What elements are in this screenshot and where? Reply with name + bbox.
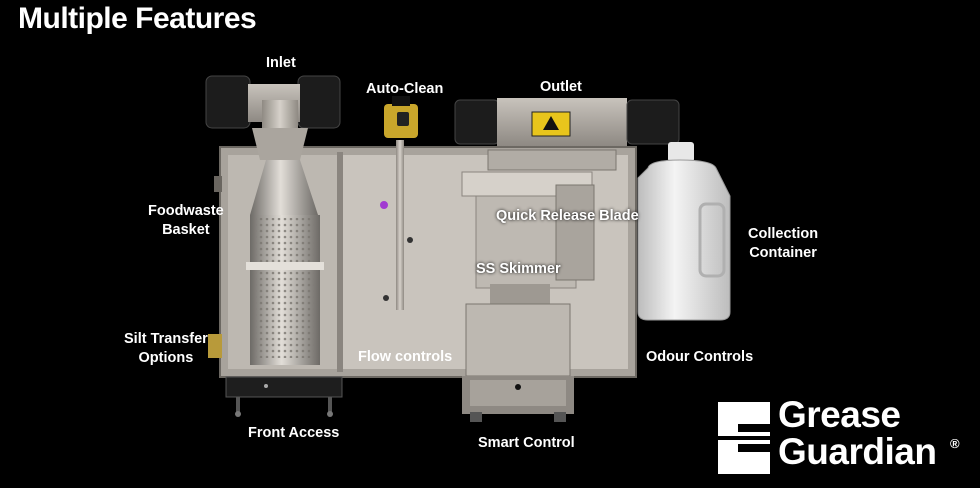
outlet-pipe xyxy=(454,98,680,146)
flow-controls-label: Flow controls xyxy=(358,349,453,365)
grease-guardian-logo: Grease Guardian ® xyxy=(718,396,970,478)
collection-container xyxy=(637,142,731,321)
outlet-label: Outlet xyxy=(540,79,582,95)
skimmer-assembly xyxy=(461,149,617,306)
front-access-tray xyxy=(225,376,343,417)
silt-transfer-label: Silt Transfer Options xyxy=(124,331,208,366)
inlet-label: Inlet xyxy=(266,55,296,71)
inlet-pipe xyxy=(205,75,341,160)
smart-control-box xyxy=(462,303,574,422)
quick-release-blade-label: Quick Release Blade xyxy=(496,208,639,224)
smart-control-label: Smart Control xyxy=(478,435,575,451)
auto-clean-valve xyxy=(380,96,418,310)
page-title: Multiple Features xyxy=(18,2,257,35)
foodwaste-basket-label: Foodwaste Basket xyxy=(148,203,224,238)
registered-mark: ® xyxy=(950,436,960,451)
foodwaste-basket xyxy=(246,160,324,365)
logo-text: Grease Guardian xyxy=(778,394,937,472)
odour-controls-label: Odour Controls xyxy=(646,349,754,365)
ss-skimmer-label: SS Skimmer xyxy=(476,261,561,277)
logo-mark-icon xyxy=(718,402,770,474)
front-access-label: Front Access xyxy=(248,425,340,441)
auto-clean-label: Auto-Clean xyxy=(366,81,444,97)
silt-transfer-fitting xyxy=(208,176,222,358)
collection-container-label: Collection Container xyxy=(748,226,819,261)
